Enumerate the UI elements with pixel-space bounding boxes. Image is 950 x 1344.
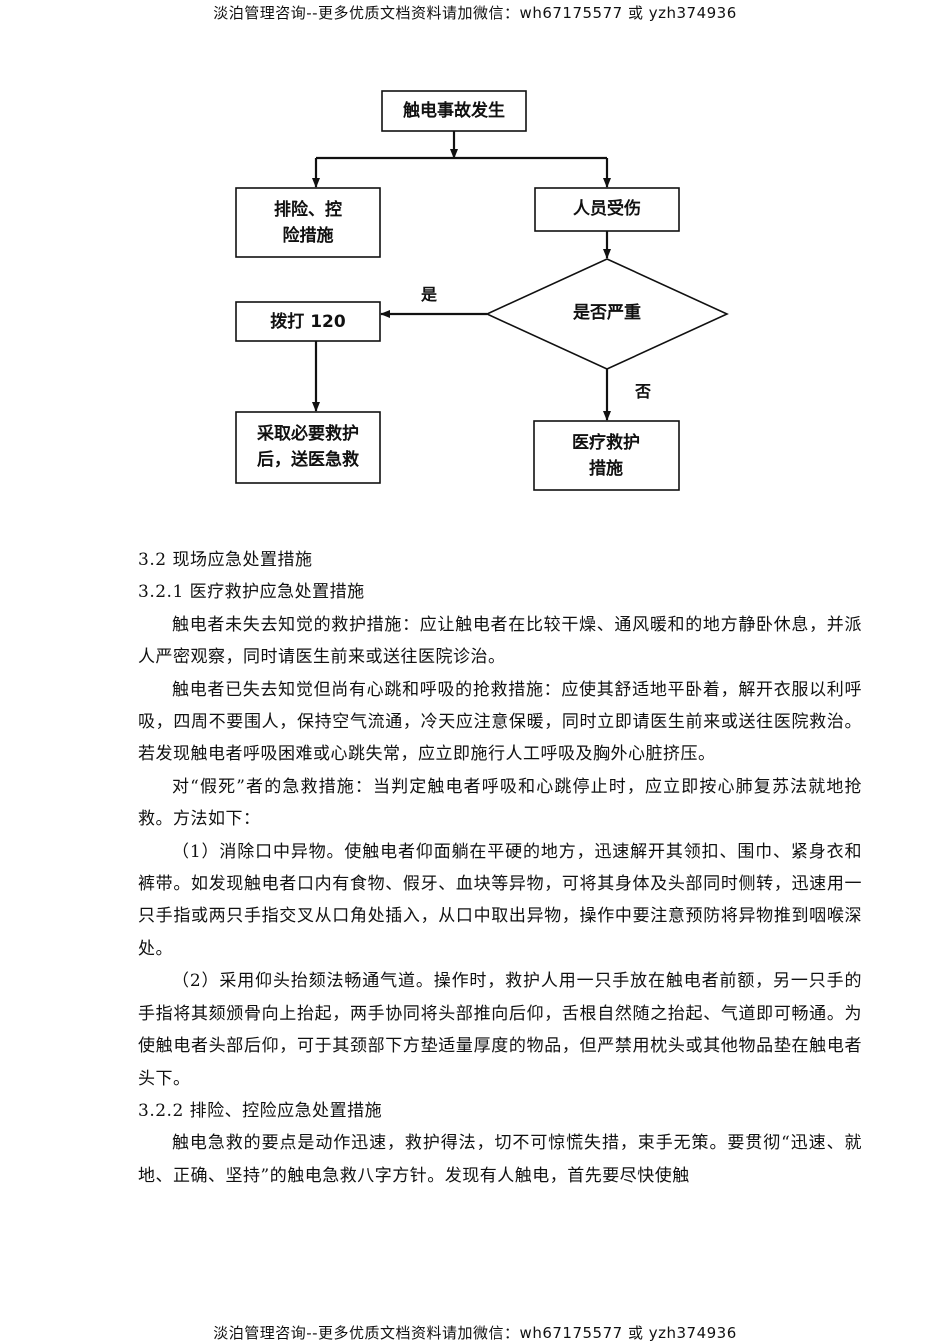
node-injured: 人员受伤	[573, 199, 641, 219]
section-heading: 3.2.1 医疗救护应急处置措施	[138, 582, 365, 603]
node-start: 触电事故发生	[403, 101, 505, 121]
body-paragraph: （1）消除口中异物。使触电者仰面躺在平硬的地方，迅速解开其领扣、围巾、紧身衣和裤…	[138, 841, 862, 959]
section-heading: 3.2 现场应急处置措施	[138, 550, 313, 570]
flowchart	[235, 90, 729, 491]
body-paragraph: 触电者未失去知觉的救护措施：应让触电者在比较干燥、通风暖和的地方静卧休息，并派人…	[138, 614, 862, 668]
node-rescue: 采取必要救护后，送医急救	[257, 424, 359, 470]
body-paragraph: 触电者已失去知觉但尚有心跳和呼吸的抢救措施：应使其舒适地平卧着，解开衣服以利呼吸…	[138, 679, 862, 765]
node-rescue-box	[235, 411, 381, 484]
section-heading: 3.2.2 排险、控险应急处置措施	[138, 1100, 383, 1121]
node-call-box	[235, 301, 381, 342]
node-medical-box	[533, 420, 680, 491]
node-eliminate-box	[235, 187, 381, 258]
body-paragraph: 触电急救的要点是动作迅速，救护得法，切不可惊慌失措，束手无策。要贯彻“迅速、就地…	[138, 1133, 862, 1186]
body-paragraph: 对“假死”者的急救措施：当判定触电者呼吸和心跳停止时，应立即按心肺复苏法就地抢救…	[138, 776, 862, 830]
label-yes: 是	[421, 285, 438, 304]
page-footer: 淡泊管理咨询--更多优质文档资料请加微信：wh67175577 或 yzh374…	[213, 1324, 737, 1342]
document-body: 3.2 现场应急处置措施 3.2.1 医疗救护应急处置措施触电者未失去知觉的救护措…	[138, 544, 862, 1192]
node-eliminate: 排险、控险措施	[274, 200, 342, 246]
node-medical: 医疗救护措施	[572, 433, 640, 479]
node-call: 拨打 120	[270, 312, 346, 332]
page-header: 淡泊管理咨询--更多优质文档资料请加微信：wh67175577 或 yzh374…	[213, 4, 737, 22]
body-paragraph: （2）采用仰头抬颏法畅通气道。操作时，救护人用一只手放在触电者前额，另一只手的手…	[138, 971, 862, 1089]
label-no: 否	[635, 382, 652, 401]
node-serious: 是否严重	[573, 303, 641, 323]
